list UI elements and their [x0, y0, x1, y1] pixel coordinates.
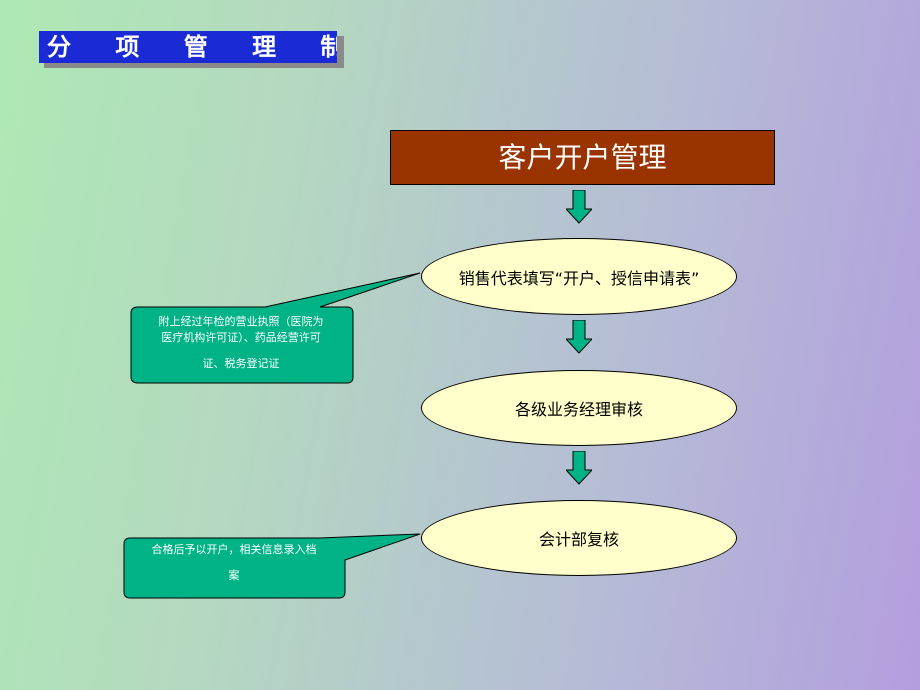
callout-1-line-2: 医疗机构许可证）、药品经营许可 — [161, 331, 321, 344]
down-arrow-icon — [566, 190, 592, 224]
callout-text-2: 合格后予以开户，相关信息录入档 案 — [128, 542, 340, 584]
step-3-ellipse: 会计部复核 — [421, 500, 737, 576]
callout-1-line-3: 证、税务登记证 — [202, 357, 280, 370]
callout-bubble-2 — [123, 533, 421, 599]
diagram-header: 客户开户管理 — [390, 130, 775, 185]
down-arrow-icon — [566, 451, 592, 485]
step-3-label: 会计部复核 — [538, 530, 619, 549]
step-1-ellipse: 销售代表填写“开户、授信申请表” — [421, 238, 737, 315]
callout-2-line-1: 合格后予以开户，相关信息录入档 — [151, 543, 317, 556]
callout-1-line-1: 附上经过年检的营业执照（医院为 — [158, 315, 324, 328]
step-1-label: 销售代表填写“开户、授信申请表” — [458, 268, 700, 288]
page-title: 分 项 管 理 制 度 — [39, 31, 337, 63]
step-2-ellipse: 各级业务经理审核 — [421, 370, 737, 446]
step-2-label: 各级业务经理审核 — [514, 400, 643, 419]
callout-bubble-1 — [130, 272, 421, 384]
callout-2-line-2: 案 — [228, 569, 240, 582]
callout-text-1: 附上经过年检的营业执照（医院为 医疗机构许可证）、药品经营许可 证、税务登记证 — [136, 314, 346, 372]
down-arrow-icon — [566, 320, 592, 354]
